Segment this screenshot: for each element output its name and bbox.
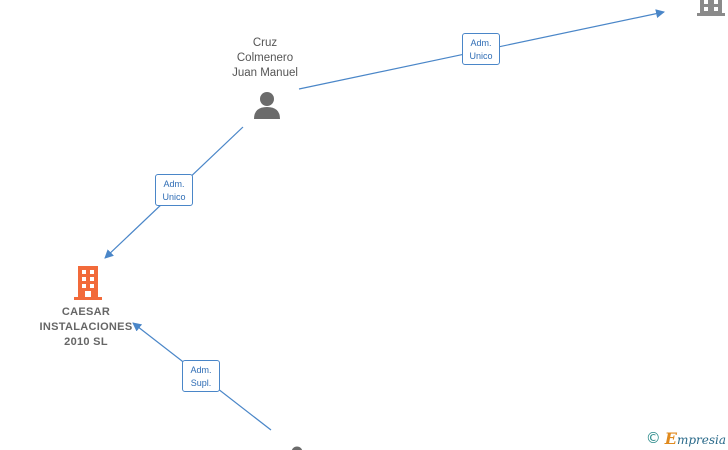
company-node-main[interactable] [72,266,104,302]
edge-label-adm-supl[interactable]: Adm. Supl. [182,360,220,392]
brand-footer: © Empresia [646,428,726,448]
copyright-icon: © [645,429,661,447]
edge-label-adm-unico-main[interactable]: Adm. Unico [155,174,193,206]
person-node-top[interactable] [253,90,281,120]
company-name-label: CAESAR INSTALACIONES 2010 SL [39,306,133,348]
brand-initial: E [664,428,677,448]
building-icon [697,0,725,16]
person-icon [291,446,303,450]
building-icon [74,266,102,300]
brand-text: mpresia [676,432,726,447]
company-node-topright[interactable] [694,0,728,18]
person-node-bottom[interactable] [287,441,307,450]
person-icon [254,92,280,119]
person-name-label: Cruz Colmenero Juan Manuel [232,37,298,79]
edge-label-adm-unico-topright[interactable]: Adm. Unico [462,33,500,65]
brand-logo[interactable]: Empresia [665,429,726,448]
